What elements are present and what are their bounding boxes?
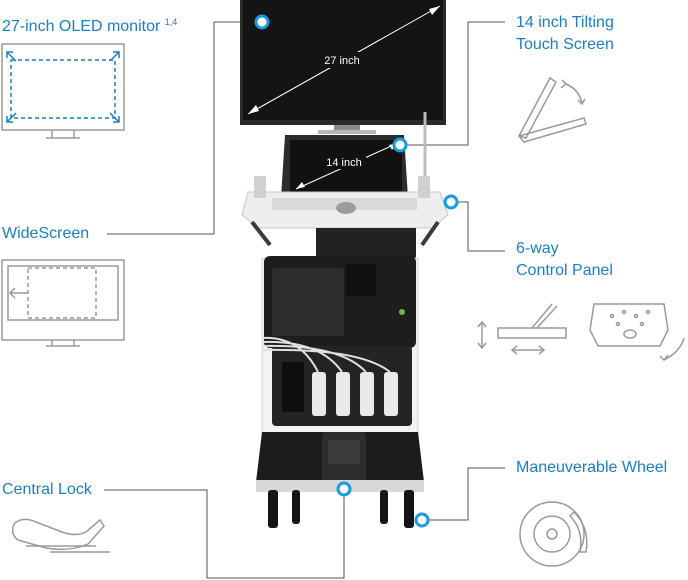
label-oled-monitor-text: 27-inch OLED monitor	[2, 18, 161, 35]
trackball	[336, 202, 356, 214]
wheel-rear-left	[292, 490, 300, 524]
upper-panel-recess	[272, 268, 344, 336]
monitor-diagonal-arrow-start	[248, 105, 259, 114]
touch-dimension-label: 14 inch	[326, 157, 361, 169]
callout-marker-lock	[336, 481, 352, 497]
panel-move-icon	[477, 303, 567, 355]
label-touch-screen: 14 inch Tilting Touch Screen	[516, 12, 614, 56]
wheel-front-right	[404, 490, 414, 528]
callout-marker-touch	[392, 137, 408, 153]
leader-line-panel	[451, 201, 505, 252]
probe-connector-4	[384, 372, 398, 416]
probe-connector-1	[312, 372, 326, 416]
tilting-screen-icon	[517, 76, 587, 143]
callout-marker-panel	[443, 194, 459, 210]
widescreen-expand-icon	[1, 43, 125, 139]
label-touch-screen-line2: Touch Screen	[516, 36, 614, 53]
leader-line-lock	[104, 489, 345, 579]
wheel-rear-right	[380, 490, 388, 524]
side-handle-right	[420, 220, 440, 247]
monitor-dim-bg	[318, 52, 366, 68]
label-central-lock-text: Central Lock	[2, 481, 92, 498]
left-probe-cup	[254, 176, 266, 198]
leader-line-monitor	[107, 21, 262, 235]
touch-diagonal-arrow-start	[296, 182, 305, 189]
label-oled-monitor: 27-inch OLED monitor 1,4	[2, 11, 177, 38]
label-central-lock: Central Lock	[2, 479, 92, 501]
label-widescreen-text: WideScreen	[2, 225, 90, 242]
leader-line-wheel	[422, 467, 505, 521]
upper-panel-slot	[346, 264, 376, 296]
foot-pedal-icon	[11, 518, 110, 553]
monitor-stand-base	[318, 130, 376, 134]
probe-cables	[261, 336, 391, 373]
label-control-panel: 6-way Control Panel	[516, 238, 613, 282]
monitor-dimension-label: 27 inch	[324, 55, 359, 67]
widescreen-split-icon	[1, 259, 125, 347]
central-lock-pedal-top	[328, 440, 360, 464]
label-wheel: Maneuverable Wheel	[516, 457, 667, 479]
power-indicator	[399, 309, 405, 315]
wheel-brake-icon	[519, 501, 588, 567]
monitor-stand	[334, 125, 360, 131]
monitor-diagonal-arrow-end	[429, 6, 440, 15]
label-touch-screen-line1: 14 inch Tilting	[516, 14, 614, 31]
leader-lines	[104, 21, 505, 579]
touch-dim-bg	[322, 155, 366, 169]
label-oled-footnote: 1,4	[164, 17, 178, 27]
label-wheel-text: Maneuverable Wheel	[516, 459, 668, 476]
label-control-panel-line2: Control Panel	[516, 262, 613, 279]
ultrasound-device: 27 inch 14 inch	[240, 0, 449, 528]
label-control-panel-line1: 6-way	[516, 240, 559, 257]
wheel-front-left	[268, 490, 278, 528]
probe-connector-left	[282, 362, 304, 412]
side-handle-left	[250, 220, 272, 247]
leader-line-touch	[400, 21, 505, 146]
right-probe-cup	[418, 176, 430, 198]
panel-swivel-icon	[589, 303, 685, 362]
probe-connector-2	[336, 372, 350, 416]
probe-connector-3	[360, 372, 374, 416]
callout-marker-monitor	[254, 14, 270, 30]
callout-marker-wheel	[414, 512, 430, 528]
panel-arm	[316, 228, 416, 258]
callout-markers	[254, 14, 459, 528]
label-widescreen: WideScreen	[2, 223, 89, 245]
